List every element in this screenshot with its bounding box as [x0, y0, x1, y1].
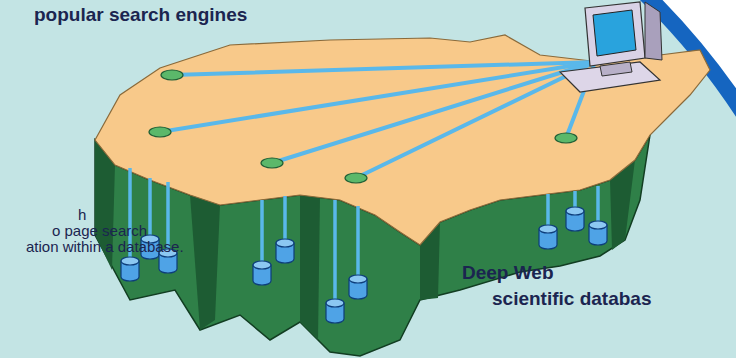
- body-fragment: ation within a database.: [26, 238, 184, 255]
- body-fragment: h: [78, 206, 86, 223]
- database-wires: [130, 168, 598, 300]
- region-label: scientific databas: [492, 288, 651, 310]
- site-dots: [149, 70, 577, 183]
- computer-icon: [560, 2, 662, 92]
- search-lines: [160, 62, 595, 178]
- map-surface: [95, 35, 710, 245]
- heading-label: popular search engines: [34, 4, 247, 26]
- region-label: Deep Web: [462, 262, 554, 284]
- body-fragment: o page search: [52, 222, 147, 239]
